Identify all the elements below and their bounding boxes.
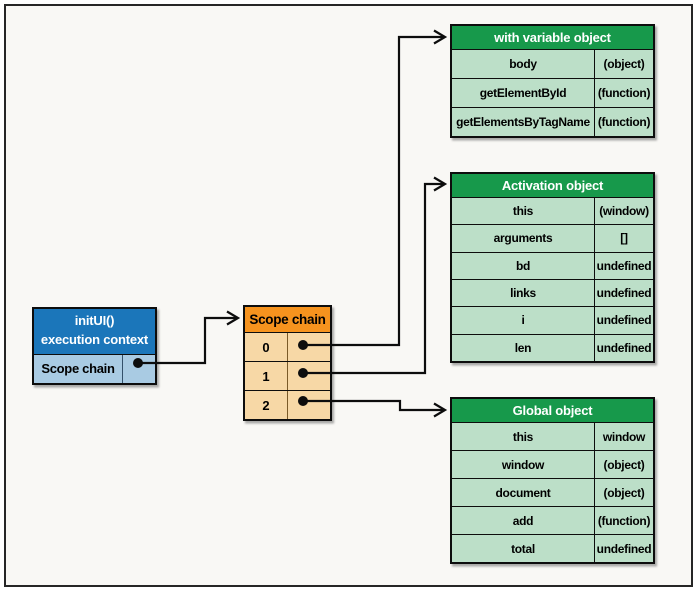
table-rows: body (object) getElementById (function) … [452,49,653,136]
cell-name: document [495,485,551,500]
table-row: getElementsByTagName (function) [452,107,653,136]
scope-chain-index-0: 0 [262,339,270,355]
table-rows: this window window (object) document (ob… [452,422,653,562]
scope-chain-pointer-cell [122,354,155,383]
cell-name: getElementsByTagName [456,115,590,129]
scope-chain-row-2: 2 [245,390,330,419]
scope-chain-pointer-cell-0 [287,333,330,361]
cell-value: window [594,423,653,450]
table-row: arguments [] [452,224,653,252]
cell-name: body [509,57,537,71]
table-header: with variable object [452,26,653,49]
table-row: bd undefined [452,251,653,279]
cell-value: undefined [594,279,653,307]
cell-value: undefined [594,334,653,361]
scope-chain-row-label: Scope chain [41,361,115,377]
cell-value: [] [594,225,653,252]
cell-name: bd [515,258,531,273]
table-row: i undefined [452,306,653,334]
cell-value: undefined [594,535,653,562]
table-header: Activation object [452,174,653,197]
cell-value: (object) [594,50,653,78]
table-row: this (window) [452,197,653,225]
cell-name: arguments [493,231,553,246]
table-row: add (function) [452,506,653,534]
cell-value: (window) [594,198,653,225]
cell-name: getElementById [479,86,567,100]
execution-context-title-line2: execution context [40,331,149,347]
cell-name: links [510,286,536,301]
scope-chain-index-1: 1 [262,368,270,384]
execution-context-title: initUI() execution context [34,309,155,354]
execution-context-title-line1: initUI() [74,313,115,328]
cell-value: (function) [594,507,653,534]
cell-value: (object) [594,479,653,506]
execution-context-box: initUI() execution context Scope chain [32,307,157,385]
table-row: this window [452,422,653,450]
cell-value: (function) [594,108,653,136]
scope-chain-pointer-cell-2 [287,391,330,419]
cell-name: this [512,429,534,444]
scope-chain-index-2: 2 [262,397,270,413]
cell-name: len [514,340,532,355]
cell-value: undefined [594,252,653,279]
table-row: total undefined [452,534,653,562]
object-table-with-variable: with variable object body (object) getEl… [450,24,655,138]
cell-value: undefined [594,307,653,334]
scope-chain-header: Scope chain [245,307,330,332]
table-row: links undefined [452,278,653,307]
object-table-activation: Activation object this (window) argument… [450,172,655,363]
cell-value: (function) [594,79,653,107]
table-header: Global object [452,399,653,422]
scope-chain-row-0: 0 [245,332,330,361]
cell-name: add [512,513,534,528]
cell-name: i [521,313,525,328]
table-rows: this (window) arguments [] bd undefined … [452,197,653,361]
scope-chain-pointer-cell-1 [287,362,330,390]
cell-value: (object) [594,451,653,478]
table-row: len undefined [452,333,653,361]
cell-name: this [512,204,534,219]
scope-chain-box: Scope chain 0 1 2 [243,305,332,421]
object-table-global: Global object this window window (object… [450,397,655,564]
cell-name: window [501,457,545,472]
cell-name: total [511,541,535,556]
table-row: window (object) [452,450,653,478]
execution-context-scope-chain-row: Scope chain [34,353,155,383]
table-row: document (object) [452,478,653,506]
table-row: body (object) [452,49,653,78]
table-row: getElementById (function) [452,78,653,107]
scope-chain-row-1: 1 [245,361,330,390]
